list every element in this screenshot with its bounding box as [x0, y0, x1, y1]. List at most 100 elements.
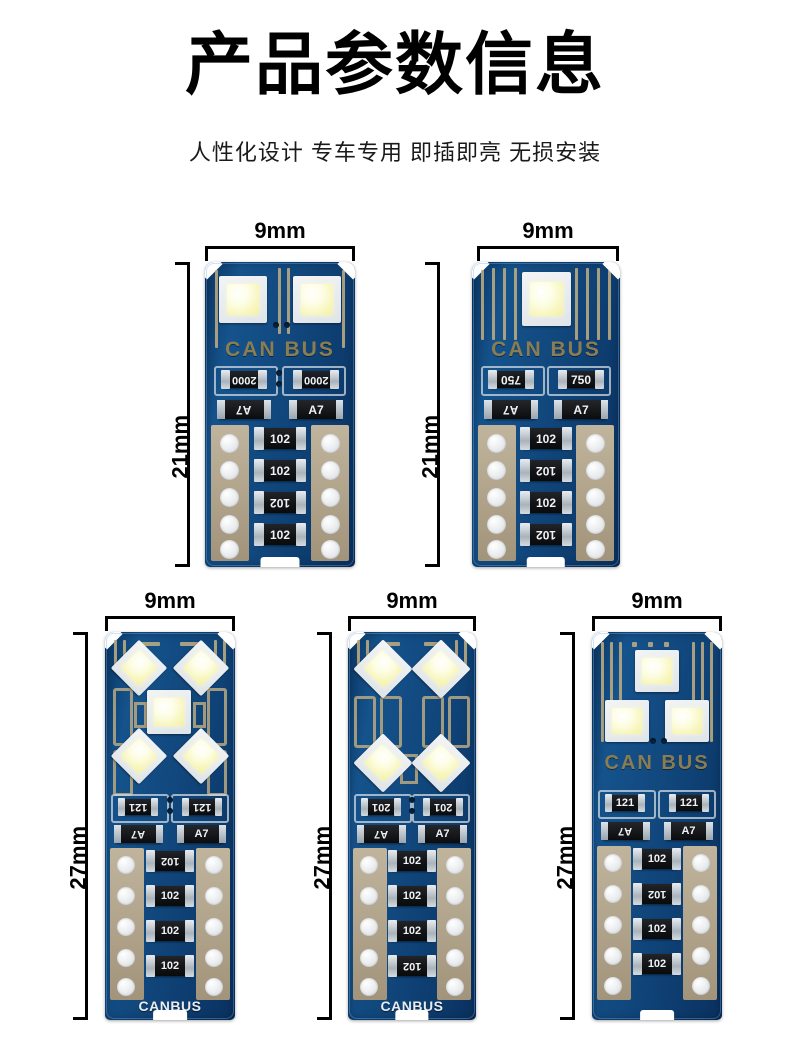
dimension-height-label: 27mm [553, 826, 578, 890]
dimension-tick-right [719, 616, 722, 631]
pcb-trace-decor [448, 696, 470, 748]
resistor-top-1: 121 [118, 798, 158, 816]
pad-hole [117, 918, 135, 936]
pcb-trace [701, 642, 704, 742]
pad-hole [604, 916, 622, 934]
resistor-bottom-4: 102 [388, 955, 436, 977]
pad-hole [446, 978, 464, 996]
dimension-bar [187, 262, 190, 567]
dimension-tick-bottom [73, 1017, 88, 1020]
resistor-bottom-4: 102 [633, 953, 681, 975]
pcb-trace [710, 642, 713, 742]
pcb-board: CAN BUS 2000 2000 A7 A7 [205, 262, 355, 567]
pcb-trace [664, 642, 669, 647]
pad-hole [692, 977, 710, 995]
diode-2: A7 [418, 825, 467, 843]
dimension-height-bulb-5: 27mm [535, 632, 578, 1020]
led-bulb-1: CAN BUS 2000 2000 A7 A7 [205, 262, 355, 567]
resistor-top-2: 121 [669, 794, 709, 812]
resistor-top-2: 2000 [293, 370, 339, 389]
pcb-trace [287, 268, 290, 334]
resistor-bottom-2: 102 [388, 885, 436, 907]
pad-hole [321, 461, 340, 480]
pad-hole [205, 978, 223, 996]
resistor-top-1: 2000 [221, 370, 267, 389]
pad-hole [604, 854, 622, 872]
pcb-trace [114, 640, 117, 666]
diode-1: A7 [601, 822, 650, 840]
pad-hole [117, 856, 135, 874]
pad-hole [360, 856, 378, 874]
pcb-trace [424, 642, 444, 646]
dimension-bar [572, 632, 575, 1020]
led-chip [353, 639, 413, 699]
led-chip [522, 272, 571, 326]
pcb-trace-decor [354, 696, 376, 748]
dimension-height-label: 21mm [168, 414, 193, 479]
dimension-tick-bottom [317, 1017, 332, 1020]
pcb-trace [597, 268, 600, 340]
pad-hole [205, 887, 223, 905]
resistor-bottom-3: 102 [254, 491, 306, 514]
dimension-bar [205, 246, 355, 249]
pad-hole [586, 461, 605, 480]
via-pair [650, 738, 670, 746]
pad-hole [604, 885, 622, 903]
pad-hole [321, 488, 340, 507]
silkscreen-canbus: CAN BUS [225, 338, 335, 361]
via-pair [409, 797, 417, 817]
pad-hole [220, 515, 239, 534]
pad-hole [205, 918, 223, 936]
diode-1: A7 [484, 400, 538, 419]
pad-hole [220, 434, 239, 453]
pad-hole [205, 949, 223, 967]
dimension-bar [592, 616, 722, 619]
resistor-frame [598, 790, 656, 819]
via-pair [273, 322, 293, 330]
pad-hole [220, 540, 239, 559]
pcb-trace [481, 270, 484, 340]
pad-hole [487, 515, 506, 534]
pcb-trace-decor [193, 702, 206, 728]
pad-hole [117, 887, 135, 905]
pad-hole [692, 916, 710, 934]
resistor-bottom-1: 102 [388, 850, 436, 872]
resistor-bottom-4: 102 [146, 955, 194, 977]
pad-hole [586, 540, 605, 559]
pad-hole [604, 947, 622, 965]
resistor-bottom-3: 102 [633, 918, 681, 940]
led-chip [219, 276, 267, 323]
dimension-tick-top [175, 262, 190, 265]
pad-hole [117, 978, 135, 996]
pad-hole [487, 540, 506, 559]
dimension-bar [85, 632, 88, 1020]
resistor-bottom-1: 102 [146, 850, 194, 872]
dimension-tick-bottom [560, 1017, 575, 1020]
pcb-trace [455, 640, 458, 666]
pcb-trace [464, 640, 467, 666]
pad-hole [586, 434, 605, 453]
resistor-frame [282, 366, 346, 396]
pad-hole [360, 887, 378, 905]
pcb-trace [357, 640, 360, 666]
resistor-bottom-3: 102 [388, 920, 436, 942]
dimension-bar [477, 246, 619, 249]
pcb-trace-decor [134, 702, 147, 728]
led-bulb-2: CAN BUS 750 750 A7 A7 102 102 102 102 [472, 262, 620, 567]
pcb-trace [601, 642, 604, 742]
pcb-board: 201 201 A7 A7 102 102 102 102 CANBUS [348, 632, 476, 1020]
pcb-trace [342, 270, 345, 348]
resistor-bottom-3: 102 [520, 491, 572, 514]
led-chip [635, 650, 679, 692]
pad-hole [360, 978, 378, 996]
diode-2: A7 [177, 825, 226, 843]
resistor-top-1: 750 [488, 370, 534, 389]
via-pair [167, 797, 175, 817]
pad-hole [692, 885, 710, 903]
dimension-tick-bottom [425, 564, 440, 567]
resistor-bottom-2: 102 [633, 883, 681, 905]
diode-2: A7 [664, 822, 713, 840]
pad-hole [117, 949, 135, 967]
pad-hole [321, 434, 340, 453]
